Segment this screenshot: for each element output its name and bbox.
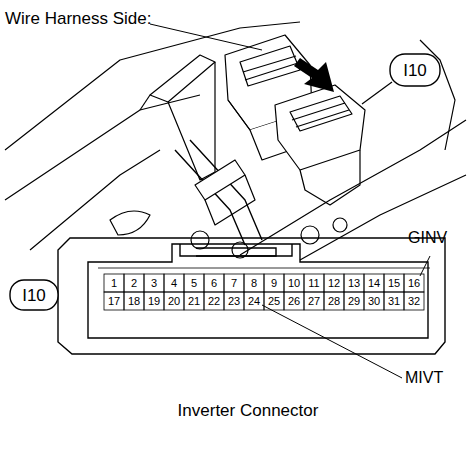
leader-line [262,305,402,378]
pin-number: 11 [308,278,319,289]
pin-cell [244,292,264,310]
pin-number: 14 [368,278,380,289]
pin-cell [404,292,424,310]
pin-cell [284,292,304,310]
pin-cell [224,292,244,310]
pin-number: 23 [228,296,240,307]
callout-oval [390,54,440,86]
pin-number: 8 [251,278,257,289]
pin-number: 4 [171,278,177,289]
pin-cell [184,274,204,292]
direction-arrow [294,58,334,92]
pin-number: 24 [248,296,260,307]
pin-cell [144,292,164,310]
connector-caption: Inverter Connector [178,402,319,419]
pin-number: 6 [211,278,217,289]
pin-number: 3 [151,278,157,289]
view-title: Wire Harness Side: [5,10,151,27]
pin-number: 21 [188,296,200,307]
pin-cell [324,292,344,310]
leader-line [150,24,262,50]
pin-cell [304,274,324,292]
pin-number: 31 [388,296,400,307]
pin-number: 16 [408,278,420,289]
pin-cell [344,274,364,292]
pin-cell [224,274,244,292]
pin-number: 22 [208,296,220,307]
pin-number: 20 [168,296,180,307]
pin-cell [304,292,324,310]
pin-number: 10 [288,278,300,289]
signal-name: MIVT [405,370,443,386]
pin-number: 27 [308,296,320,307]
pin-number: 1 [111,278,117,289]
pin-number: 19 [148,296,160,307]
pin-number: 2 [131,278,137,289]
signal-name: GINV [408,230,447,246]
pin-number: 32 [408,296,420,307]
pin-number: 5 [191,278,197,289]
pin-number: 13 [348,278,360,289]
pin-cell [144,274,164,292]
pin-cell [264,274,284,292]
pin-cell [324,274,344,292]
pin-cell [164,274,184,292]
pin-cell [244,274,264,292]
pin-cell [104,292,124,310]
pin-cell [364,292,384,310]
pin-number: 9 [271,278,277,289]
pin-number: 30 [368,296,380,307]
pin-cell [384,292,404,310]
pin-cell [404,274,424,292]
pin-cell [284,274,304,292]
pin-cell [104,274,124,292]
pin-cell [204,292,224,310]
pin-number: 26 [288,296,300,307]
pin-cell [204,274,224,292]
pin-grid [104,274,424,310]
harness-sketch [5,22,466,260]
connector-face [58,238,445,354]
pin-cell [384,274,404,292]
pin-cell [364,274,384,292]
pin-number: 17 [108,296,120,307]
pin-number: 12 [328,278,340,289]
leader-line [362,82,392,104]
leader-line [420,256,430,276]
pin-number: 25 [268,296,280,307]
pin-number: 15 [388,278,400,289]
callout-number: I10 [22,287,46,304]
pin-number: 29 [348,296,360,307]
callout-number: I10 [403,62,427,79]
pin-number: 18 [128,296,140,307]
pin-cell [124,292,144,310]
pin-cell [164,292,184,310]
pin-number: 7 [231,278,237,289]
pin-cell [124,274,144,292]
callout-oval [10,280,58,310]
pin-cell [344,292,364,310]
pin-number: 28 [328,296,340,307]
pin-cell [184,292,204,310]
